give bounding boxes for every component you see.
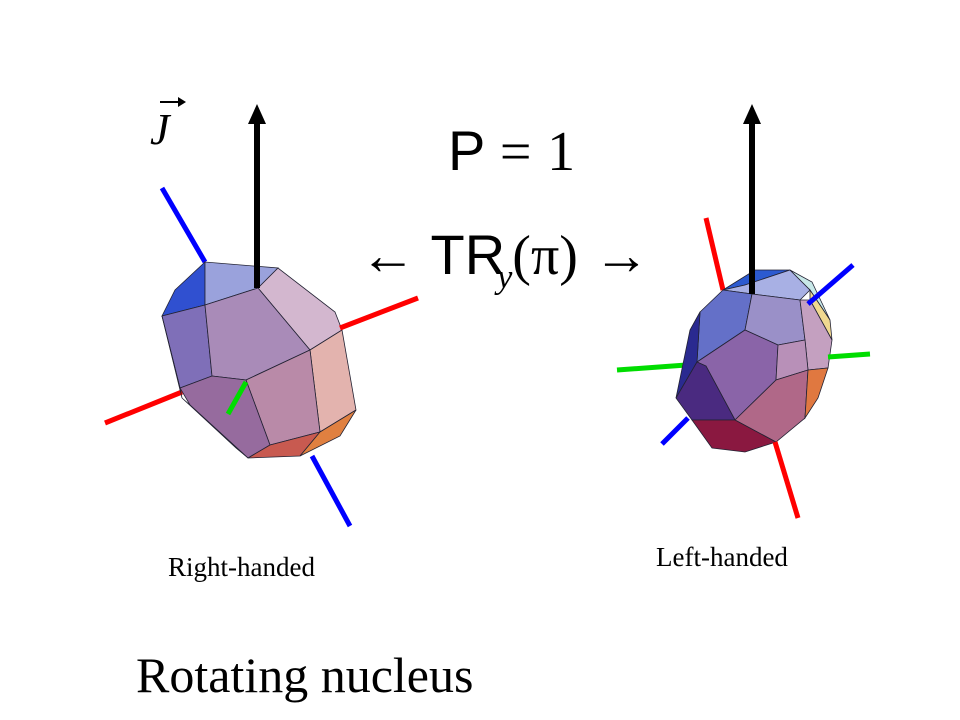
right-arrow: → xyxy=(593,225,650,287)
operator-subscript: y xyxy=(497,259,513,296)
operator-main: TR xyxy=(430,223,506,286)
left-arrow: ← xyxy=(360,225,416,287)
spin-arrowhead-left-handed xyxy=(743,104,761,124)
right-handed-label: Right-handed xyxy=(168,552,315,582)
right-handed-nucleus xyxy=(104,104,419,528)
parity-lhs: P xyxy=(448,119,485,182)
operator-argument: (π) xyxy=(512,225,578,287)
parity-equation: P = 1 xyxy=(448,118,575,184)
left-handed-label: Left-handed xyxy=(656,542,788,572)
left-handed-nucleus xyxy=(616,104,871,519)
blue-axis-front xyxy=(309,454,353,528)
blue-axis-front-lh xyxy=(806,263,855,306)
blue-axis-back xyxy=(159,186,208,264)
red-axis-front xyxy=(339,295,419,331)
blue-axis-back-lh xyxy=(660,416,690,446)
green-axis-front-lh xyxy=(827,351,871,360)
operator-line: ← TRy(π) → xyxy=(360,222,650,296)
red-axis-back xyxy=(104,389,183,426)
parity-rhs: 1 xyxy=(547,121,576,183)
parity-op: = xyxy=(499,121,532,183)
spin-arrowhead-right-handed xyxy=(248,104,266,124)
vector-arrow-over-j xyxy=(160,97,186,107)
red-axis-front-lh xyxy=(772,441,801,519)
angular-momentum-symbol: J xyxy=(150,105,170,154)
page-title: Rotating nucleus xyxy=(136,647,474,703)
red-axis-back-lh xyxy=(703,217,726,291)
green-axis xyxy=(225,380,249,416)
